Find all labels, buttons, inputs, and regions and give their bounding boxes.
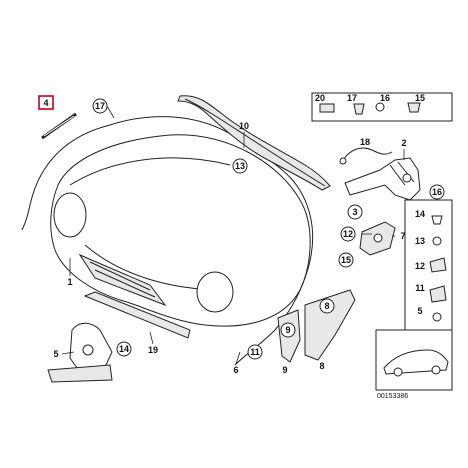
latch-bracket — [359, 221, 396, 256]
callout-17: 17 — [92, 98, 108, 114]
svg-text:13: 13 — [235, 161, 245, 171]
hood-latch — [47, 322, 113, 383]
side-16: 16 — [380, 93, 390, 103]
svg-text:18: 18 — [360, 137, 370, 147]
svg-text:9: 9 — [285, 325, 290, 335]
vehicle-thumbnail: 00153386 — [375, 329, 453, 400]
svg-text:17: 17 — [95, 101, 105, 111]
gas-strut — [41, 112, 77, 140]
svg-text:8: 8 — [324, 301, 329, 311]
svg-text:15: 15 — [341, 255, 351, 265]
side-15: 15 — [415, 93, 425, 103]
label-1: 1 — [67, 277, 72, 287]
svg-text:10: 10 — [239, 121, 249, 131]
label-5: 5 — [53, 349, 58, 359]
svg-text:11: 11 — [250, 347, 260, 357]
callout-11: 11 — [247, 344, 263, 360]
callout-18: 18 — [360, 137, 370, 147]
side-14: 14 — [415, 209, 425, 219]
side-17: 17 — [347, 93, 357, 103]
callout-15: 15 — [338, 252, 354, 268]
support-parts — [277, 289, 356, 363]
callout-12: 12 — [340, 226, 356, 242]
label-9: 9 — [282, 365, 287, 375]
callout-16: 16 — [429, 184, 445, 200]
label-6: 6 — [233, 365, 238, 375]
callout-3: 3 — [347, 204, 363, 220]
callout-13: 13 — [232, 158, 248, 174]
front-strip — [83, 291, 191, 339]
label-19: 19 — [148, 345, 158, 355]
seal-strip — [177, 95, 331, 191]
hood-panel — [50, 134, 311, 327]
hinge-assembly — [344, 157, 421, 201]
ground-strap — [339, 147, 393, 165]
callout-10: 10 — [239, 121, 249, 131]
hardware-sidebar — [311, 92, 453, 341]
svg-text:12: 12 — [343, 229, 353, 239]
svg-text:3: 3 — [352, 207, 357, 217]
svg-text:14: 14 — [119, 344, 129, 354]
side-5: 5 — [417, 306, 422, 316]
label-4-box: 4 — [38, 95, 54, 110]
side-13: 13 — [415, 236, 425, 246]
label-8: 8 — [319, 361, 324, 371]
side-20: 20 — [315, 93, 325, 103]
side-12: 12 — [415, 261, 425, 271]
callout-2: 2 — [401, 138, 406, 148]
label-7: 7 — [400, 231, 405, 241]
callout-8: 8 — [319, 298, 335, 314]
side-11: 11 — [415, 283, 425, 293]
reference-code: 00153386 — [377, 393, 408, 400]
callout-14: 14 — [116, 341, 132, 357]
svg-text:2: 2 — [401, 138, 406, 148]
label-4: 4 — [43, 98, 48, 108]
svg-text:16: 16 — [432, 187, 442, 197]
callout-9: 9 — [280, 322, 296, 338]
